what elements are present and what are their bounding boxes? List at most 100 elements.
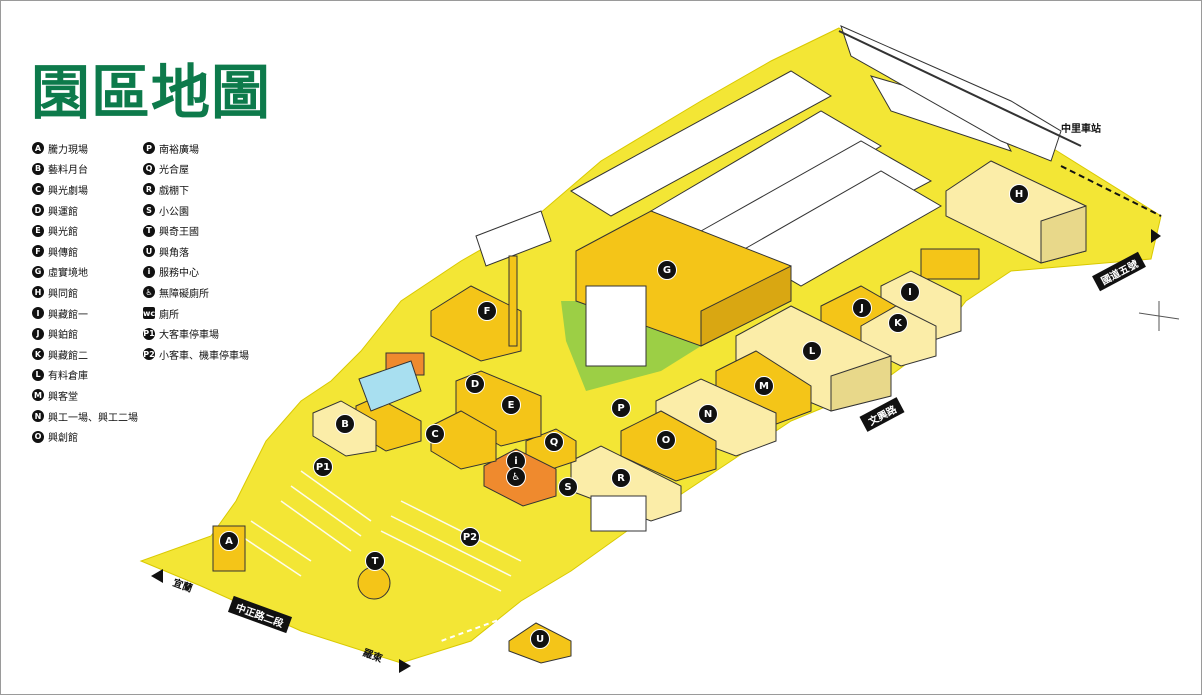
legend-label: 興藏館一 — [48, 309, 88, 321]
legend-label: 興傳館 — [48, 247, 78, 259]
legend-label: 興創館 — [48, 433, 78, 445]
legend-marker: F — [32, 245, 44, 258]
map-pin-h[interactable]: H — [1009, 184, 1029, 204]
legend-marker: T — [143, 224, 155, 237]
legend-marker: K — [32, 348, 44, 361]
building-f — [430, 255, 522, 362]
map-pin-f[interactable]: F — [477, 301, 497, 321]
legend-marker: B — [32, 162, 44, 175]
legend-marker: M — [32, 389, 44, 402]
road-edge-line — [440, 262, 1142, 642]
map-pin-b[interactable]: B — [335, 414, 355, 434]
legend-item: L 有料倉庫 — [32, 365, 138, 386]
legend-marker: wc — [142, 307, 156, 320]
map-pin-c[interactable]: C — [425, 424, 445, 444]
legend-item: S 小公園 — [143, 200, 249, 221]
map-pin-n[interactable]: N — [698, 404, 718, 424]
map-pin-k[interactable]: K — [888, 313, 908, 333]
map-pin-g[interactable]: G — [657, 260, 677, 280]
pool — [358, 360, 422, 412]
legend-label: 興運館 — [48, 206, 78, 218]
map-pin-r[interactable]: R — [611, 468, 631, 488]
map-pin-o[interactable]: O — [656, 430, 676, 450]
legend-item: R 戲棚下 — [143, 179, 249, 200]
map-pin-e[interactable]: E — [501, 395, 521, 415]
legend-item: i 服務中心 — [143, 262, 249, 283]
map-pin-accessible[interactable]: ♿ — [506, 467, 526, 487]
warehouse-buildings — [475, 25, 1062, 287]
map-pin-a[interactable]: A — [219, 531, 239, 551]
legend-label: 騰力現場 — [48, 144, 88, 156]
legend-item: O 興創館 — [32, 426, 138, 447]
legend-marker: P2 — [143, 348, 155, 361]
legend-item: K 興藏館二 — [32, 344, 138, 365]
legend-marker: I — [32, 307, 44, 320]
legend-label: 南裕廣場 — [159, 144, 199, 156]
legend-marker: H — [32, 286, 44, 299]
legend-label: 興客堂 — [48, 391, 78, 403]
legend-label: 興光館 — [48, 227, 78, 239]
legend-label: 興奇王國 — [159, 227, 199, 239]
legend-item: T 興奇王國 — [143, 220, 249, 241]
map-pin-d[interactable]: D — [465, 374, 485, 394]
legend-label: 有料倉庫 — [48, 371, 88, 383]
building-white — [585, 285, 647, 367]
legend-item: F 興傳館 — [32, 241, 138, 262]
legend-label: 興角落 — [159, 247, 189, 259]
legend-label: 小公園 — [159, 206, 189, 218]
page-title: 園區地圖 — [31, 58, 272, 127]
legend-marker: D — [32, 204, 44, 217]
legend-marker: i — [143, 265, 155, 278]
legend-item: P1 大客車停車場 — [143, 323, 249, 344]
legend-label: 興同館 — [48, 288, 78, 300]
legend-label: 大客車停車場 — [159, 330, 219, 342]
map-pin-m[interactable]: M — [754, 376, 774, 396]
map-pin-p1[interactable]: P1 — [313, 457, 333, 477]
map-pin-q[interactable]: Q — [544, 432, 564, 452]
building-white-small — [590, 495, 647, 532]
legend-label: 無障礙廁所 — [159, 288, 209, 300]
legend-marker: U — [143, 245, 155, 258]
sculpture-t — [357, 566, 391, 600]
station-label: 中里車站 — [1061, 124, 1101, 135]
legend-marker: S — [143, 204, 155, 217]
legend-item: ♿ 無障礙廁所 — [143, 282, 249, 303]
legend-marker: R — [143, 183, 155, 196]
legend-label: 興藏館二 — [48, 350, 88, 362]
map-pin-p2[interactable]: P2 — [460, 527, 480, 547]
legend-label: 服務中心 — [159, 268, 199, 280]
railway — [838, 30, 1082, 147]
legend-marker: G — [32, 265, 44, 278]
map-pin-p[interactable]: P — [611, 398, 631, 418]
legend-label: 小客車、機車停車場 — [159, 350, 249, 362]
map-pin-i[interactable]: I — [900, 282, 920, 302]
map-pin-l[interactable]: L — [802, 341, 822, 361]
legend-label: 虛實境地 — [48, 268, 88, 280]
legend-marker: P1 — [143, 327, 155, 340]
legend-label: 藝料月台 — [48, 165, 88, 177]
legend-marker: C — [32, 183, 44, 196]
legend-label: 廁所 — [159, 309, 179, 321]
legend-item: D 興運館 — [32, 200, 138, 221]
map-pin-j[interactable]: J — [852, 298, 872, 318]
legend-item: G 虛實境地 — [32, 262, 138, 283]
map-pin-t[interactable]: T — [365, 551, 385, 571]
road-edge-line — [1060, 165, 1162, 217]
legend-marker: L — [32, 368, 44, 381]
legend-marker: Q — [143, 162, 155, 175]
legend-marker: ♿ — [143, 286, 155, 299]
legend-marker: J — [32, 327, 44, 340]
legend-item: M 興客堂 — [32, 385, 138, 406]
map-pin-u[interactable]: U — [530, 629, 550, 649]
legend-marker: O — [32, 430, 44, 443]
map-pin-s[interactable]: S — [558, 477, 578, 497]
legend-label: 戲棚下 — [159, 185, 189, 197]
